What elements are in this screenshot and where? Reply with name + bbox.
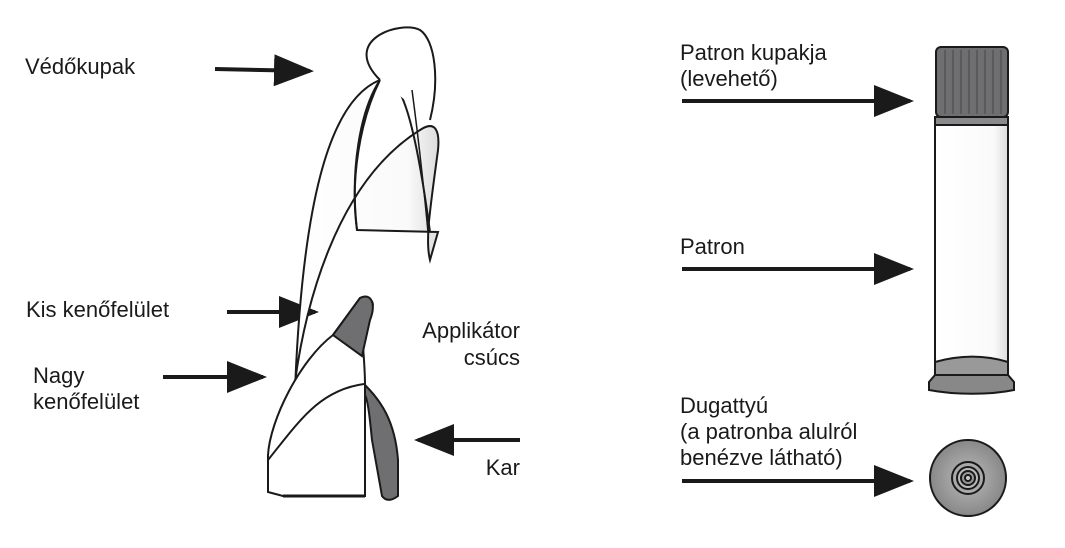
cartridge-cap-shape xyxy=(935,46,1009,118)
label-small-surface: Kis kenőfelület xyxy=(26,297,170,322)
label-piston-2: (a patronba alulról xyxy=(680,419,858,444)
label-piston-3: benézve látható) xyxy=(680,445,843,470)
label-cartridge-cap-1: Patron kupakja xyxy=(680,40,827,65)
label-cartridge-cap-2: (levehető) xyxy=(680,66,778,91)
label-piston-1: Dugattyú xyxy=(680,393,769,418)
label-tip-2: csúcs xyxy=(463,345,520,370)
protective-cap-drawing xyxy=(280,26,440,438)
cartridge-body-shape xyxy=(934,124,1009,376)
label-tip-1: Applikátor xyxy=(422,318,520,343)
label-large-surface-1: Nagy xyxy=(33,363,85,388)
label-large-surface-2: kenőfelület xyxy=(33,389,140,414)
arrow-cap xyxy=(214,54,314,87)
label-cartridge: Patron xyxy=(680,234,745,259)
label-lever: Kar xyxy=(485,455,520,480)
cartridge-drawing xyxy=(928,46,1015,517)
label-protective-cap: Védőkupak xyxy=(25,54,136,79)
applicator-drawing xyxy=(267,295,399,501)
arrows xyxy=(163,54,914,497)
